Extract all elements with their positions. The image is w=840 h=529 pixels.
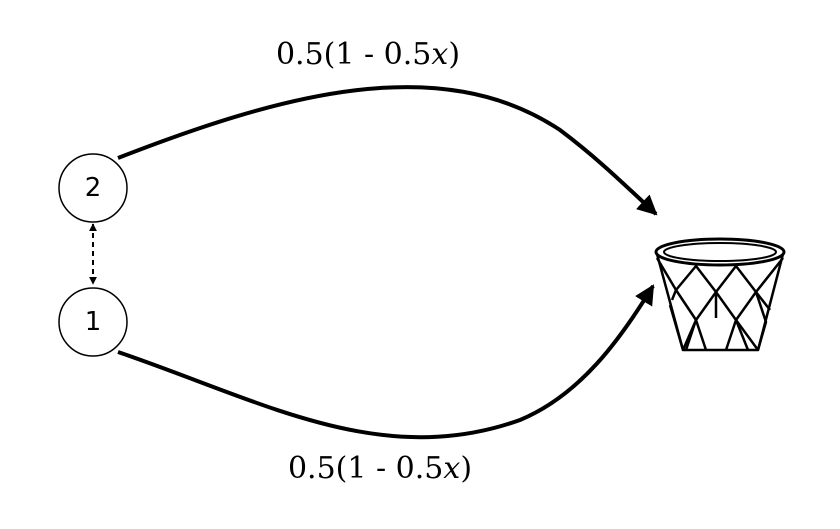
node-2: 2 [58, 153, 128, 223]
node-2-label: 2 [85, 173, 102, 203]
edge-top-label: 0.5(1 - 0.5x) [276, 37, 460, 72]
basketball-hoop-icon [654, 237, 786, 352]
edge-bottom-arrow [117, 284, 655, 440]
edge-bottom-label: 0.5(1 - 0.5x) [288, 451, 472, 486]
node-1-label: 1 [85, 307, 102, 337]
node-1: 1 [58, 287, 128, 357]
edge-top-arrow [117, 85, 658, 216]
